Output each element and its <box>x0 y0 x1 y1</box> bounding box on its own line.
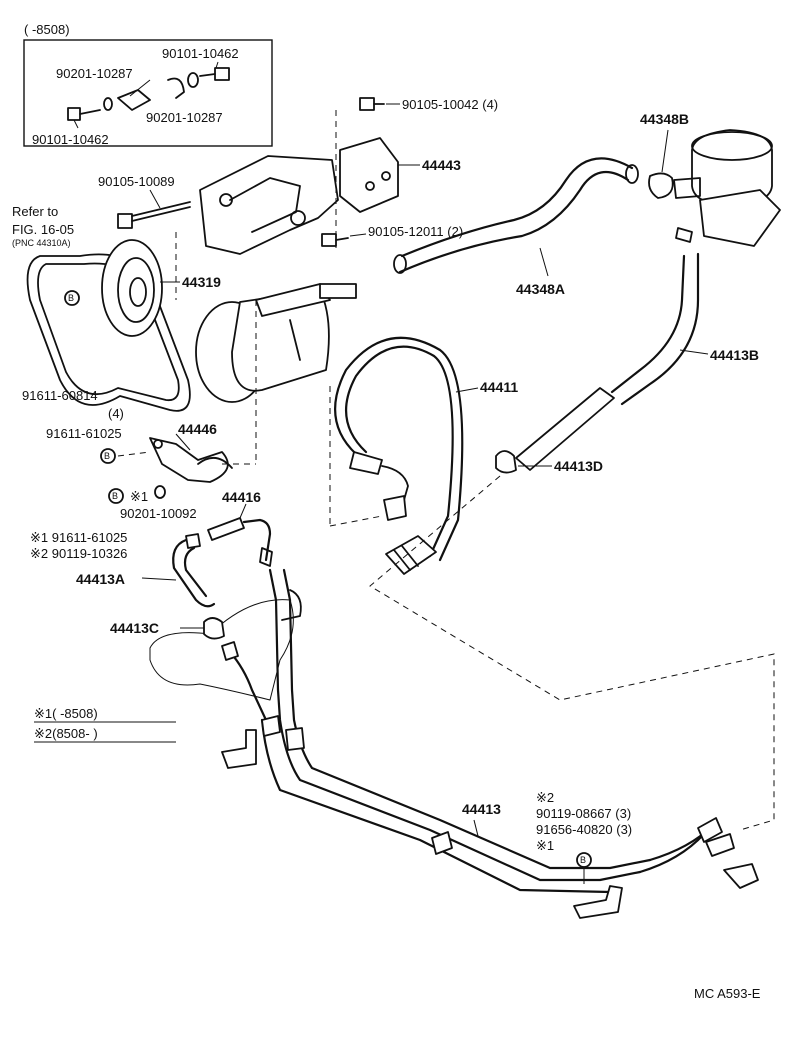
label-90105-12011: 90105-12011 (2) <box>368 224 463 239</box>
pulley-44319 <box>101 232 180 337</box>
long-bolt-90105-10089-icon <box>117 189 191 229</box>
refer-label-line1: Refer to <box>12 204 58 219</box>
applicability-legend: ※1( -8508) ※2(8508- ) <box>34 706 176 743</box>
label-44413a: 44413A <box>76 571 125 587</box>
inset-part-4: 90101-10462 <box>32 132 109 147</box>
label-44443: 44443 <box>422 157 461 173</box>
steering-tube-44413 <box>221 568 759 919</box>
label-note1: ※1 <box>130 489 148 504</box>
power-steering-pump <box>195 283 357 464</box>
label-91611-61025: 91611-61025 <box>46 426 122 441</box>
clamp-44413d-icon <box>495 450 552 474</box>
washer-90201-10092-icon <box>154 485 166 499</box>
label-note-b: ※2 90119-10326 <box>30 546 127 561</box>
refer-label-line3: (PNC 44310A) <box>12 238 71 248</box>
bolt-marker-b-belt: B <box>64 290 80 306</box>
return-hose-44348a <box>393 157 639 277</box>
inset-part-3: 90201-10287 <box>146 110 223 125</box>
label-44416: 44416 <box>222 489 261 505</box>
inset-washer-icon <box>103 72 199 111</box>
label-90105-10042: 90105-10042 (4) <box>402 97 498 112</box>
inset-part-2: 90201-10287 <box>56 66 133 81</box>
inset-bolt-right-icon <box>199 61 230 81</box>
inset-bolt-left-icon <box>67 107 101 129</box>
reservoir-tank <box>648 129 781 247</box>
bolt-90105-10042-icon <box>335 97 400 250</box>
label-44413c: 44413C <box>110 620 159 636</box>
label-44319: 44319 <box>182 274 221 290</box>
bolt-marker-b-washer: B <box>108 488 124 504</box>
inset-part-1: 90101-10462 <box>162 46 239 61</box>
svg-text:B: B <box>112 491 118 501</box>
label-44446: 44446 <box>178 421 217 437</box>
label-44348a: 44348A <box>516 281 565 297</box>
label-44413d: 44413D <box>554 458 603 474</box>
inset-fastener-box: ( -8508) 90101-10462 90201-10287 90201-1… <box>23 22 273 147</box>
label-90105-10089: 90105-10089 <box>98 174 175 189</box>
label-90201-10092: 90201-10092 <box>120 506 197 521</box>
pump-bracket-44443 <box>199 137 420 255</box>
inset-range-label: ( -8508) <box>24 22 70 37</box>
label-qty-4: (4) <box>108 406 124 421</box>
svg-text:B: B <box>580 855 586 865</box>
label-44348b: 44348B <box>640 111 689 127</box>
label-44411: 44411 <box>480 379 518 395</box>
inset-bracket-icon <box>117 77 185 111</box>
legend-line1: ※1( -8508) <box>34 706 98 721</box>
label-91611-60814: 91611-60814 <box>22 388 98 403</box>
svg-text:B: B <box>68 293 74 303</box>
bolt-90105-12011-icon <box>321 233 367 247</box>
diagram-code: MC A593-E <box>694 986 761 1001</box>
label-note-a: ※1 91611-61025 <box>30 530 127 545</box>
pipe-44416 <box>207 503 273 567</box>
bolt-marker-b-bracket: B <box>100 448 151 464</box>
hose-44413a <box>141 533 216 608</box>
svg-text:B: B <box>104 451 110 461</box>
label-44413: 44413 <box>462 801 501 817</box>
label-note1b: ※1 <box>536 838 554 853</box>
label-note2: ※2 <box>536 790 554 805</box>
label-44413b: 44413B <box>710 347 759 363</box>
label-91656-40820: 91656-40820 (3) <box>536 822 632 837</box>
refer-label-line2: FIG. 16-05 <box>12 222 74 237</box>
bolt-marker-b-lower: B <box>576 852 592 884</box>
suction-hose-44413b <box>515 252 709 471</box>
legend-line2: ※2(8508- ) <box>34 726 98 741</box>
label-90119-08667: 90119-08667 (3) <box>536 806 631 821</box>
bracket-44446 <box>149 433 256 483</box>
clamp-44413c-icon <box>180 617 225 640</box>
pressure-hose-44411 <box>329 336 479 575</box>
